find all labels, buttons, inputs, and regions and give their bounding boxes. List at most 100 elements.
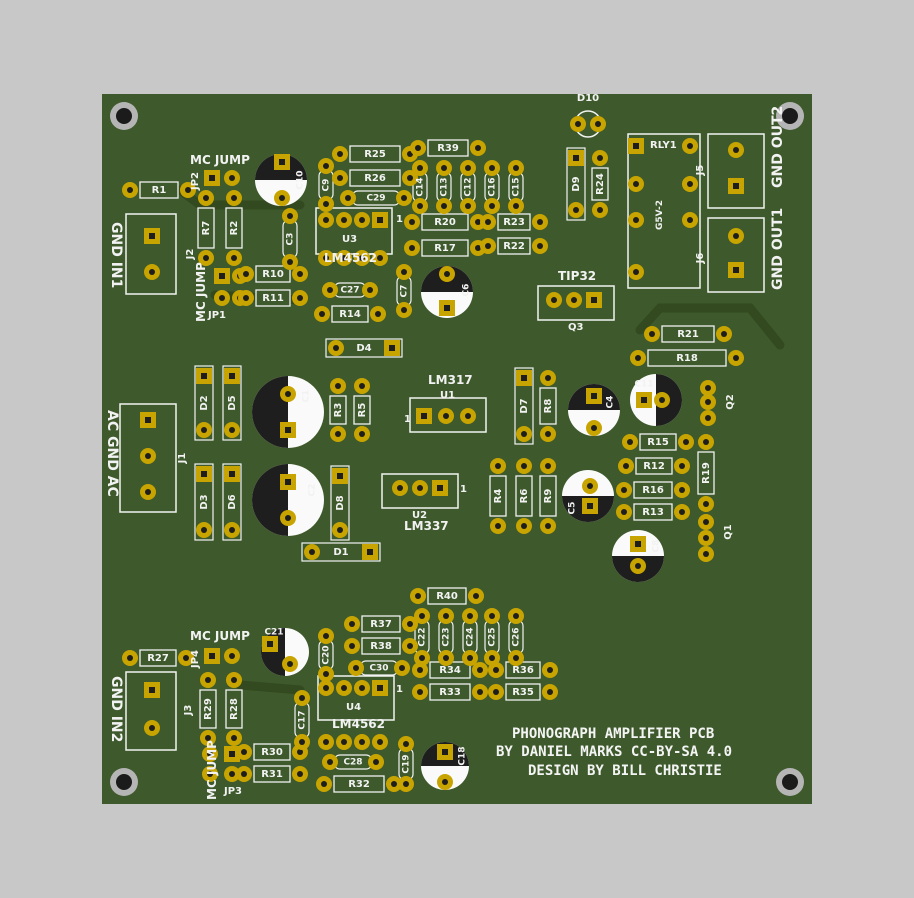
label-jp4: JP4 bbox=[190, 650, 201, 669]
chip-q3-body bbox=[537, 285, 615, 321]
title-line-3: DESIGN BY BILL CHRISTIE bbox=[528, 763, 722, 779]
ref-c6: C6 bbox=[462, 284, 472, 297]
label-lm317: LM317 bbox=[428, 373, 473, 387]
body-r1 bbox=[139, 181, 179, 199]
ref-r15: R15 bbox=[647, 437, 669, 448]
body-r39 bbox=[427, 139, 469, 157]
connector-j1-body bbox=[119, 403, 177, 513]
ref-r16: R16 bbox=[642, 485, 664, 496]
cap-c2 bbox=[252, 464, 324, 536]
label-tip32: TIP32 bbox=[558, 269, 596, 283]
body-r19 bbox=[697, 451, 715, 495]
body-r35 bbox=[505, 683, 541, 701]
body-d3 bbox=[194, 463, 214, 541]
label-jp3: JP3 bbox=[223, 786, 242, 797]
label-jp2: JP2 bbox=[190, 172, 201, 191]
ref-c11: C11 bbox=[634, 380, 653, 390]
body-r2 bbox=[225, 207, 243, 249]
ref-r24: R24 bbox=[595, 173, 606, 195]
ref-r1: R1 bbox=[152, 185, 167, 196]
body-r8 bbox=[539, 387, 557, 425]
ref-c9: C9 bbox=[322, 179, 332, 192]
ref-d8: D8 bbox=[335, 495, 346, 510]
body-r36 bbox=[505, 661, 541, 679]
label-mc-jump-4: MC JUMP bbox=[205, 740, 219, 800]
label-gnd-out2: GND OUT2 bbox=[770, 106, 786, 188]
ref-c22: C22 bbox=[418, 627, 428, 646]
body-r37 bbox=[361, 615, 401, 633]
body-r10 bbox=[255, 265, 291, 283]
ref-c10: C10 bbox=[296, 170, 306, 189]
body-d8 bbox=[330, 465, 350, 541]
silkscreen: GND IN1 GND IN2 AC GND AC GND OUT2 GND O… bbox=[104, 106, 786, 800]
body-r33 bbox=[429, 683, 471, 701]
ref-c26: C26 bbox=[512, 627, 522, 646]
ref-c13: C13 bbox=[440, 177, 450, 196]
label-u1: U1 bbox=[440, 390, 455, 401]
body-r18 bbox=[647, 349, 727, 367]
body-d1 bbox=[301, 542, 381, 562]
label-gnd-out1: GND OUT1 bbox=[770, 208, 786, 290]
mounting-holes bbox=[110, 102, 804, 796]
ref-c17: C17 bbox=[298, 710, 308, 729]
label-gnd-in2: GND IN2 bbox=[108, 676, 124, 742]
relay-rly1-body bbox=[627, 133, 701, 289]
body-d5 bbox=[222, 365, 242, 441]
body-r7 bbox=[197, 207, 215, 249]
body-r20 bbox=[421, 213, 469, 231]
ref-d1: D1 bbox=[333, 547, 348, 558]
body-r15 bbox=[639, 433, 677, 451]
ref-c14: C14 bbox=[416, 177, 426, 196]
body-r29 bbox=[199, 689, 217, 729]
cap-c4 bbox=[568, 384, 620, 436]
ref-r28: R28 bbox=[229, 698, 240, 720]
connector-j5-body bbox=[707, 133, 765, 209]
ref-r2: R2 bbox=[229, 221, 240, 236]
ref-c18: C18 bbox=[458, 746, 468, 765]
ref-j5: J5 bbox=[695, 165, 706, 177]
ref-r5: R5 bbox=[357, 403, 368, 418]
body-r14 bbox=[331, 305, 369, 323]
ref-r10: R10 bbox=[262, 269, 284, 280]
ref-r8: R8 bbox=[543, 399, 554, 414]
ref-r29: R29 bbox=[203, 698, 214, 720]
ref-c2: C2 bbox=[308, 484, 318, 497]
ref-c20: C20 bbox=[322, 645, 332, 664]
body-r27 bbox=[139, 649, 177, 667]
ref-r7: R7 bbox=[201, 221, 212, 236]
ref-c23: C23 bbox=[442, 627, 452, 646]
ref-r39: R39 bbox=[437, 143, 459, 154]
ref-c25: C25 bbox=[488, 627, 498, 646]
ref-j2: J2 bbox=[185, 249, 196, 261]
ref-c5: C5 bbox=[568, 502, 578, 515]
label-pin1-u1: 1 bbox=[404, 414, 411, 425]
ref-r26: R26 bbox=[364, 173, 386, 184]
label-u2: U2 bbox=[412, 510, 427, 521]
ref-c12: C12 bbox=[464, 177, 474, 196]
body-r3 bbox=[329, 395, 347, 425]
ref-r18: R18 bbox=[676, 353, 698, 364]
ref-r32: R32 bbox=[348, 779, 370, 790]
label-lm4562-u4: LM4562 bbox=[332, 717, 385, 731]
connector-j6-body bbox=[707, 217, 765, 293]
ref-d3: D3 bbox=[199, 494, 210, 509]
ref-c1: C1 bbox=[302, 390, 312, 403]
body-d9 bbox=[566, 147, 586, 221]
ref-r9: R9 bbox=[543, 489, 554, 504]
ref-r19: R19 bbox=[701, 462, 712, 484]
ref-r3: R3 bbox=[333, 403, 344, 418]
ref-d4: D4 bbox=[356, 343, 371, 354]
ref-c8: C8 bbox=[652, 540, 662, 553]
ref-r14: R14 bbox=[339, 309, 361, 320]
label-ac-gnd-ac: AC GND AC bbox=[104, 410, 120, 497]
label-gnd-in1: GND IN1 bbox=[108, 222, 124, 288]
ref-c16: C16 bbox=[488, 177, 498, 196]
label-q3: Q3 bbox=[568, 322, 584, 333]
ref-d10: D10 bbox=[577, 93, 599, 104]
ref-r36: R36 bbox=[512, 665, 534, 676]
ref-c7: C7 bbox=[400, 285, 410, 298]
label-pin1-u4: 1 bbox=[396, 684, 403, 695]
ref-c30: C30 bbox=[369, 664, 388, 674]
